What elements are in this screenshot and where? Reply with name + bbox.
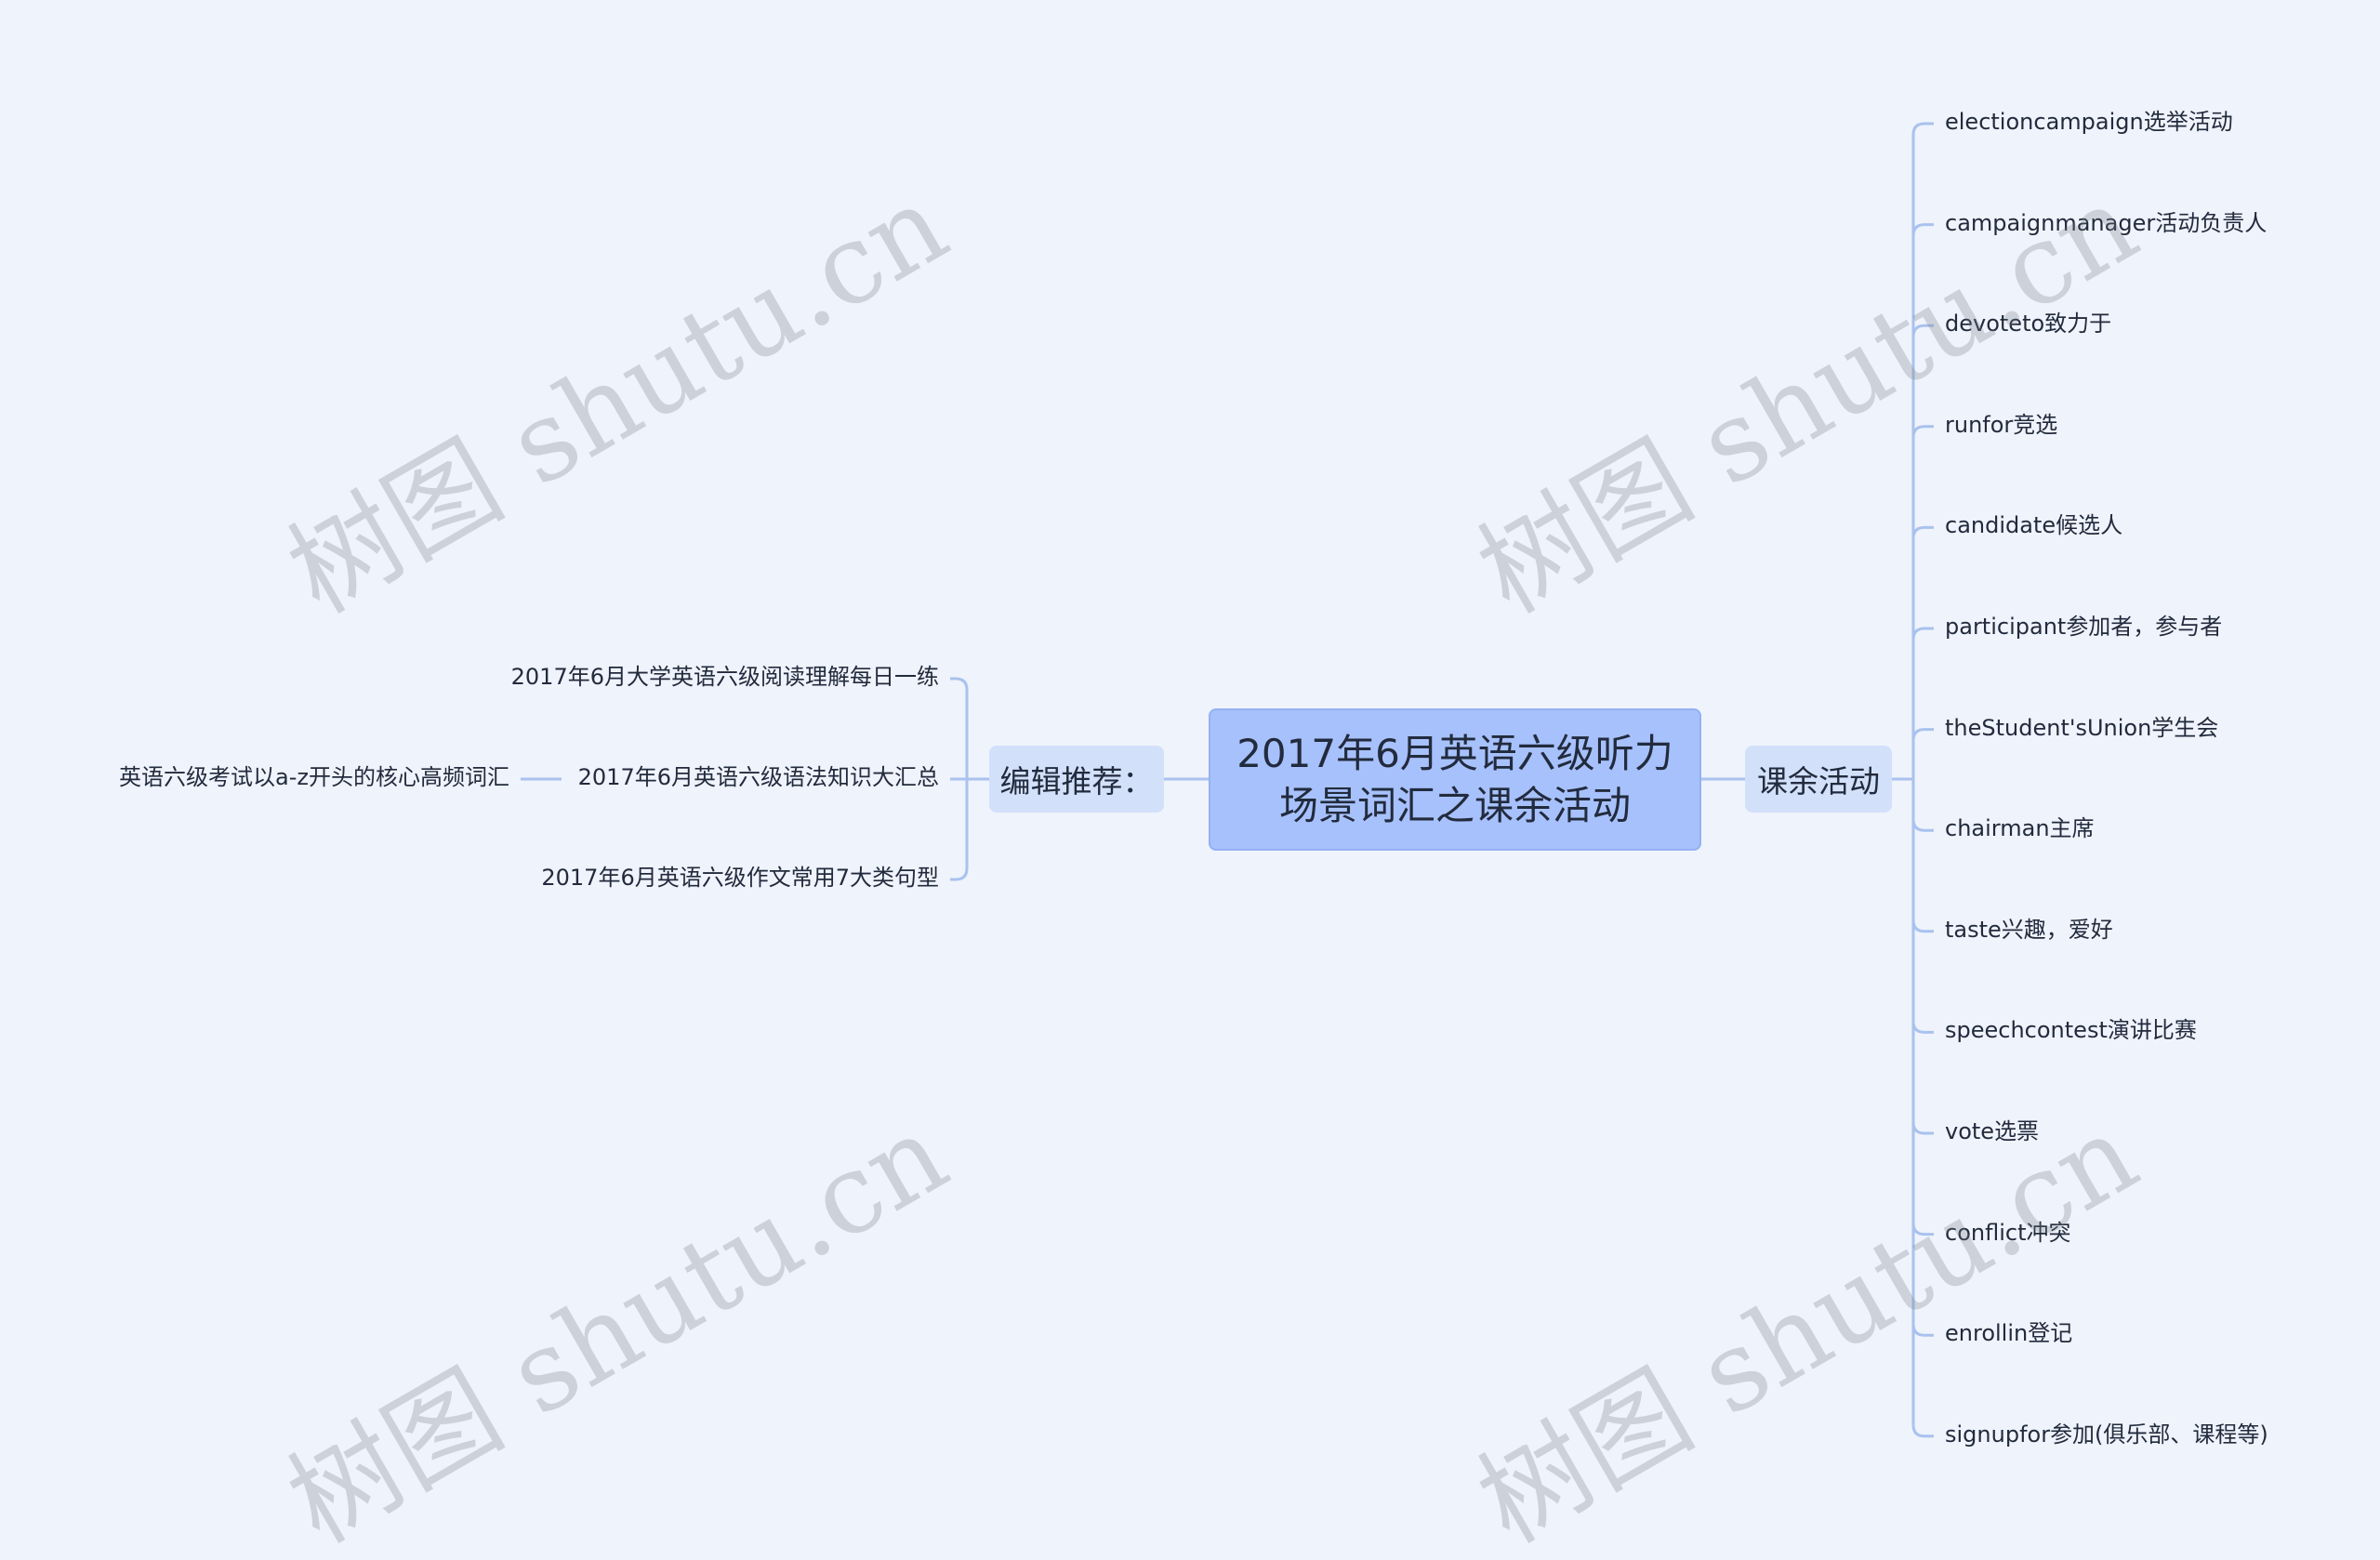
list-item[interactable]: theStudent'sUnion学生会 bbox=[1945, 714, 2219, 741]
list-item[interactable]: 2017年6月英语六级作文常用7大类句型 bbox=[541, 865, 939, 891]
list-item[interactable]: speechcontest演讲比赛 bbox=[1945, 1017, 2197, 1044]
connector-line bbox=[1911, 728, 1934, 741]
connector-line bbox=[1911, 627, 1934, 641]
sub-list-item[interactable]: 英语六级考试以a-z开头的核心高频词汇 bbox=[119, 764, 509, 790]
list-item[interactable]: candidate候选人 bbox=[1945, 512, 2123, 539]
list-item[interactable]: chairman主席 bbox=[1945, 815, 2095, 842]
connector-line bbox=[1911, 122, 1934, 136]
connector-line bbox=[1911, 1223, 1934, 1236]
branch-label: 课余活动 bbox=[1757, 763, 1880, 800]
connector-line bbox=[1911, 324, 1934, 337]
connector-line bbox=[1911, 1121, 1934, 1135]
connector-line bbox=[950, 677, 969, 691]
connector-line bbox=[1911, 819, 1934, 832]
connector-line bbox=[1911, 1424, 1934, 1438]
connector-line bbox=[1911, 919, 1934, 933]
list-item[interactable]: 2017年6月英语六级语法知识大汇总 bbox=[577, 764, 939, 790]
list-item[interactable]: taste兴趣，爱好 bbox=[1945, 916, 2113, 943]
list-item[interactable]: participant参加者，参与者 bbox=[1945, 614, 2223, 640]
list-item[interactable]: vote选票 bbox=[1945, 1118, 2040, 1144]
list-item[interactable]: conflict冲突 bbox=[1945, 1219, 2071, 1246]
list-item[interactable]: enrollin登记 bbox=[1945, 1320, 2073, 1347]
list-item[interactable]: electioncampaign选举活动 bbox=[1945, 109, 2233, 135]
central-topic-title: 2017年6月英语六级听力场景词汇之课余活动 bbox=[1236, 730, 1673, 828]
central-topic[interactable]: 2017年6月英语六级听力场景词汇之课余活动 bbox=[1209, 708, 1701, 851]
connector-line bbox=[1911, 223, 1934, 236]
connector-line bbox=[1911, 525, 1934, 539]
branch-editor-recommendations[interactable]: 编辑推荐： bbox=[989, 746, 1164, 813]
branch-label: 编辑推荐： bbox=[999, 763, 1154, 800]
branch-after-class-activities[interactable]: 课余活动 bbox=[1745, 746, 1892, 813]
list-item[interactable]: runfor竞选 bbox=[1945, 411, 2058, 438]
connector-line bbox=[950, 867, 969, 881]
connector-line bbox=[1911, 425, 1934, 438]
list-item[interactable]: 2017年6月大学英语六级阅读理解每日一练 bbox=[510, 664, 939, 690]
list-item[interactable]: signupfor参加(俱乐部、课程等) bbox=[1945, 1421, 2268, 1448]
list-item[interactable]: devoteto致力于 bbox=[1945, 311, 2112, 337]
list-item[interactable]: campaignmanager活动负责人 bbox=[1945, 209, 2268, 236]
connector-line bbox=[1911, 1021, 1934, 1034]
connector-line bbox=[1911, 1324, 1934, 1337]
